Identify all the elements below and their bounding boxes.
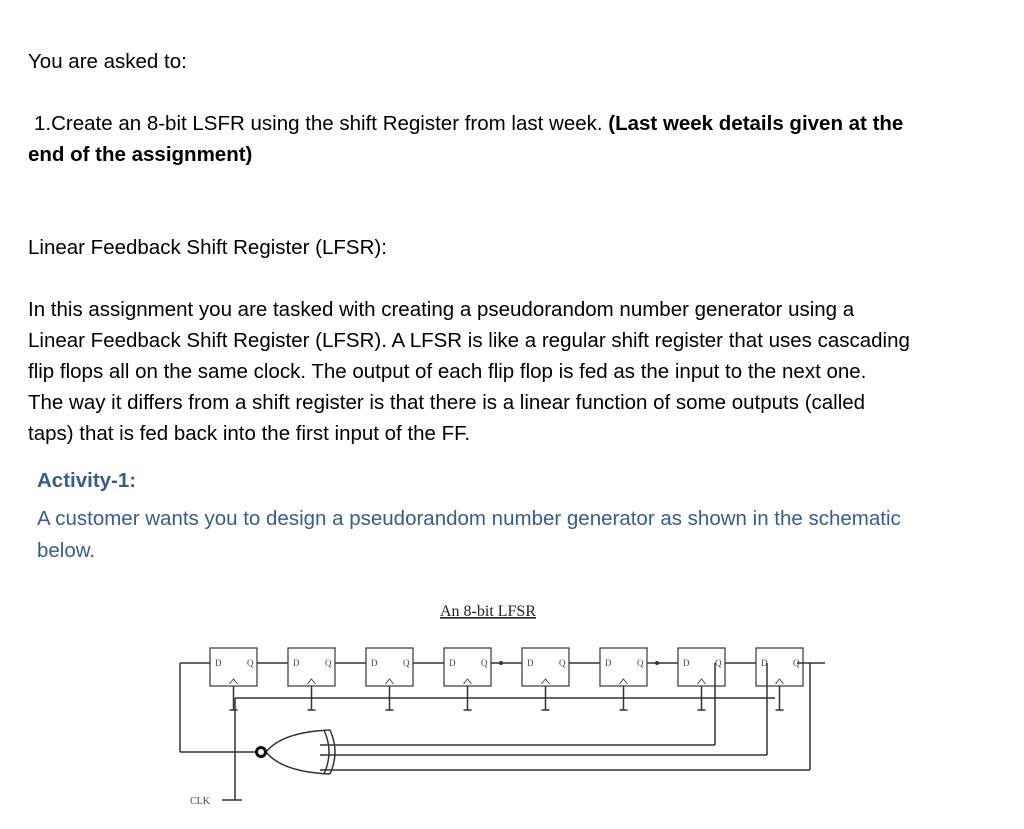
activity-desc-line: below.	[37, 539, 96, 562]
ff-d-label: D	[761, 658, 768, 668]
tap-junction	[499, 661, 503, 665]
ff-d-label: D	[683, 658, 690, 668]
clock-triangle	[307, 678, 316, 685]
ff-q-label: Q	[715, 658, 722, 668]
ff-q-label: Q	[325, 658, 332, 668]
ff-d-label: D	[371, 658, 378, 668]
paragraph-line: taps) that is fed back into the first in…	[28, 422, 471, 445]
ff-d-label: D	[215, 658, 222, 668]
clock-triangle	[229, 678, 238, 685]
activity-title: Activity-1:	[37, 469, 137, 492]
task-1-number: 1.	[34, 112, 52, 135]
ff-d-label: D	[449, 658, 456, 668]
ff-d-label: D	[605, 658, 612, 668]
clock-triangle	[385, 678, 394, 685]
paragraph-line: Linear Feedback Shift Register (LFSR). A…	[28, 329, 910, 352]
ff-q-label: Q	[559, 658, 566, 668]
activity-description: A customer wants you to design a pseudor…	[37, 503, 901, 567]
ff-q-label: Q	[637, 658, 644, 668]
task-1: 1.Create an 8-bit LSFR using the shift R…	[28, 108, 903, 170]
clock-triangle	[697, 678, 706, 685]
schematic-title: An 8-bit LFSR	[440, 603, 536, 620]
ff-d-label: D	[527, 658, 534, 668]
paragraph-line: flip flops all on the same clock. The ou…	[28, 360, 867, 383]
task-1-text: Create an 8-bit LSFR using the shift Reg…	[51, 112, 609, 135]
tap-junction	[655, 661, 659, 665]
schematic-wires	[179, 662, 825, 801]
activity-desc-line: A customer wants you to design a pseudor…	[37, 507, 901, 530]
ff-q-label: Q	[793, 658, 800, 668]
xor-bubble	[255, 746, 267, 758]
ff-q-label: Q	[481, 658, 488, 668]
task-1-bold-2: end of the assignment)	[28, 143, 253, 166]
clk-label: CLK	[190, 796, 211, 807]
clock-triangle	[619, 678, 628, 685]
ff-q-label: Q	[247, 658, 254, 668]
ff-q-label: Q	[403, 658, 410, 668]
ff-d-label: D	[293, 658, 300, 668]
clock-triangle	[541, 678, 550, 685]
clock-triangle	[463, 678, 472, 685]
task-1-bold-1: (Last week details given at the	[608, 112, 904, 135]
paragraph-line: In this assignment you are tasked with c…	[28, 298, 855, 321]
clock-triangle	[775, 678, 784, 685]
lfsr-schematic: An 8-bit LFSR D Q D Q D Q D Q D Q D Q D Q D Q CLK	[179, 603, 825, 807]
lfsr-paragraph: In this assignment you are tasked with c…	[28, 294, 910, 449]
paragraph-line: The way it differs from a shift register…	[28, 391, 866, 414]
lfsr-heading: Linear Feedback Shift Register (LFSR):	[28, 236, 387, 259]
intro-text: You are asked to:	[28, 50, 187, 73]
